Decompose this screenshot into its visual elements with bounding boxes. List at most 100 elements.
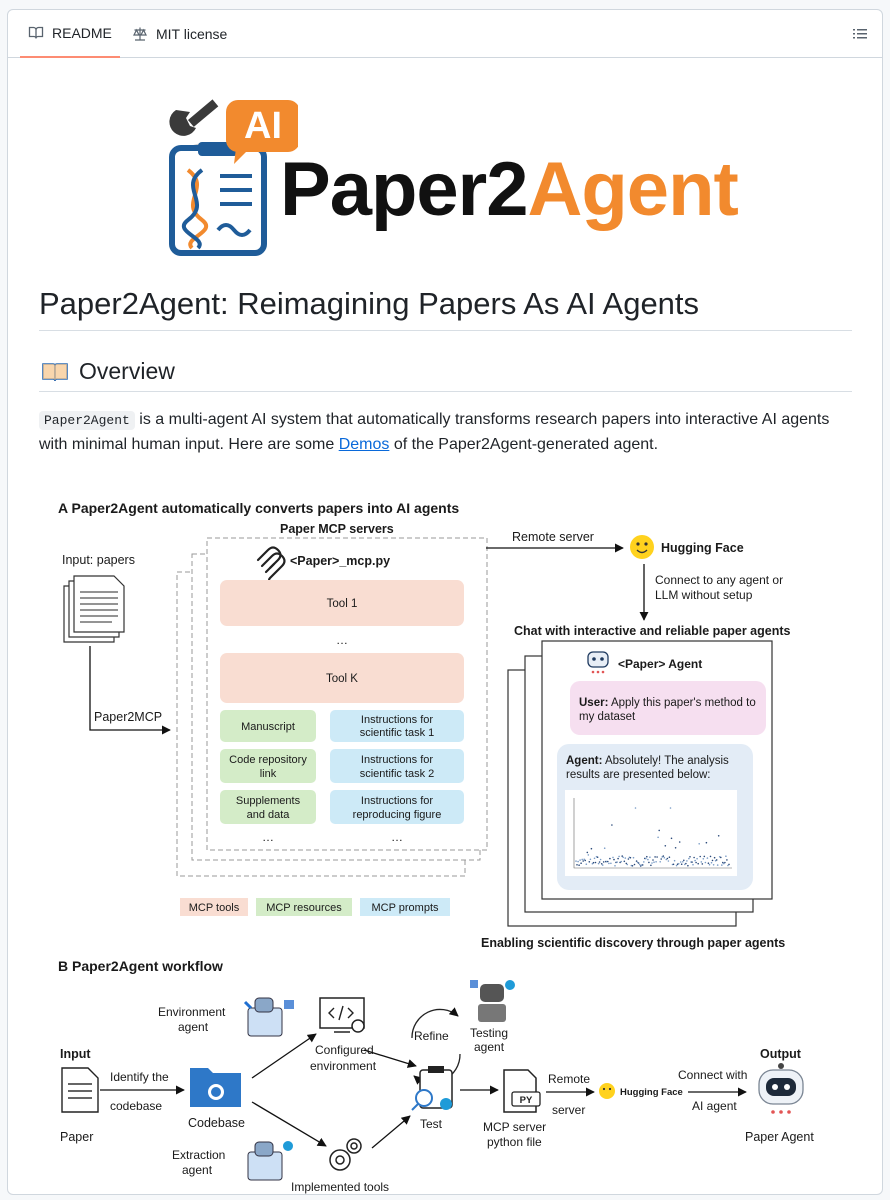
plot-point — [596, 856, 599, 858]
plot-point — [723, 862, 725, 865]
plot-point — [637, 862, 640, 864]
demos-link[interactable]: Demos — [338, 436, 390, 453]
plot-point — [575, 860, 577, 862]
plot-point — [725, 855, 727, 857]
plot-point — [700, 861, 703, 863]
hugging-face-small-icon — [599, 1083, 615, 1099]
connect-line-2: LLM without setup — [655, 588, 753, 602]
legend-mcp-tools: MCP tools — [189, 902, 240, 914]
plot-point — [621, 855, 623, 857]
paper-agent-label: Paper Agent — [745, 1130, 814, 1144]
plot-point — [578, 864, 580, 866]
plot-point — [669, 807, 672, 809]
plot-point — [699, 855, 701, 858]
plot-point — [629, 856, 632, 859]
plot-point — [589, 858, 592, 861]
fig-a-title: A Paper2Agent automatically converts pap… — [58, 500, 459, 516]
agent-text-1: Absolutely! The analysis — [602, 755, 729, 767]
plot-point — [720, 856, 722, 859]
plot-point — [602, 861, 605, 863]
plot-point — [659, 861, 661, 863]
plot-point — [597, 862, 600, 865]
user-text-2: my dataset — [579, 711, 636, 723]
plot-point — [674, 847, 677, 849]
input-papers-label: Input: papers — [62, 553, 135, 567]
plot-point — [679, 861, 682, 863]
tab-readme[interactable]: README — [20, 10, 120, 58]
plot-point — [693, 856, 695, 859]
resource-supp-line2: and data — [247, 809, 291, 821]
plot-point — [643, 861, 645, 863]
overview-paragraph: Paper2Agent is a multi-agent AI system t… — [39, 408, 859, 457]
resource-supp-line1: Supplements — [236, 795, 301, 807]
plot-point — [688, 857, 690, 860]
ellipsis: … — [391, 830, 403, 844]
plot-point — [658, 829, 660, 832]
inline-code: Paper2Agent — [39, 411, 135, 430]
plot-point — [714, 859, 717, 862]
paper2agent-logo: AI Paper2Agent — [158, 88, 758, 258]
refine-label: Refine — [414, 1029, 449, 1043]
python-file-icon: PY — [503, 1069, 541, 1113]
plot-point — [683, 859, 685, 862]
plot-point — [609, 857, 611, 860]
mcp-file-line-1: MCP server — [483, 1120, 546, 1134]
plot-point — [709, 855, 712, 858]
plot-point — [612, 856, 614, 859]
plot-point — [617, 857, 619, 860]
paper-agent-robot-icon — [758, 1063, 804, 1114]
configured-line-2: environment — [310, 1059, 377, 1073]
ellipsis: … — [262, 830, 274, 844]
plot-point — [577, 860, 579, 863]
plot-point — [706, 857, 709, 859]
plot-point — [632, 856, 635, 859]
plot-point — [593, 857, 596, 860]
plot-point — [652, 859, 654, 861]
plot-point — [708, 863, 711, 866]
resource-code-line2: link — [260, 768, 277, 780]
plot-point — [592, 861, 595, 864]
user-text-1: Apply this paper's method to — [608, 697, 755, 709]
plot-point — [694, 859, 696, 862]
agent-name: <Paper> Agent — [618, 657, 702, 671]
prompt-3-line1: Instructions for — [361, 795, 433, 807]
agent-text-2: results are presented below: — [566, 769, 710, 781]
extraction-line-2: agent — [182, 1163, 213, 1177]
identify-line-1: Identify the — [110, 1070, 169, 1084]
tab-license[interactable]: MIT license — [124, 10, 235, 58]
plot-point — [619, 861, 621, 864]
table-of-contents-icon[interactable] — [852, 26, 868, 42]
plot-point — [651, 862, 653, 864]
plot-point — [726, 859, 728, 861]
extraction-agent-icon — [247, 1141, 293, 1181]
plot-point — [666, 857, 669, 860]
plot-point — [703, 855, 706, 858]
divider — [39, 330, 852, 331]
plot-point — [626, 863, 629, 866]
identify-line-2: codebase — [110, 1099, 162, 1113]
plot-point — [677, 862, 680, 865]
plot-point — [680, 863, 683, 865]
env-agent-line-2: agent — [178, 1020, 209, 1034]
agent-message-line1: Agent: Absolutely! The analysis — [566, 755, 729, 767]
prompt-2-line2: scientific task 2 — [360, 768, 435, 780]
mcp-file-name: <Paper>_mcp.py — [290, 554, 390, 568]
plot-point — [668, 856, 671, 858]
plot-point — [696, 857, 698, 860]
tab-readme-label: README — [52, 25, 112, 41]
plot-point — [670, 837, 673, 840]
plot-point — [618, 855, 620, 858]
input-label: Input — [60, 1047, 91, 1061]
py-label: PY — [520, 1095, 533, 1106]
plot-point — [608, 862, 610, 865]
plot-point — [667, 860, 670, 862]
output-label: Output — [760, 1047, 802, 1061]
scale-icon — [133, 27, 147, 41]
plot-point — [686, 860, 688, 862]
plot-point — [598, 861, 601, 863]
user-label: User: — [579, 697, 608, 709]
logo-word-black: Paper2 — [280, 147, 528, 232]
plot-point — [722, 861, 724, 864]
plot-point — [576, 864, 578, 866]
connect-ai-line-1: Connect with — [678, 1068, 747, 1082]
